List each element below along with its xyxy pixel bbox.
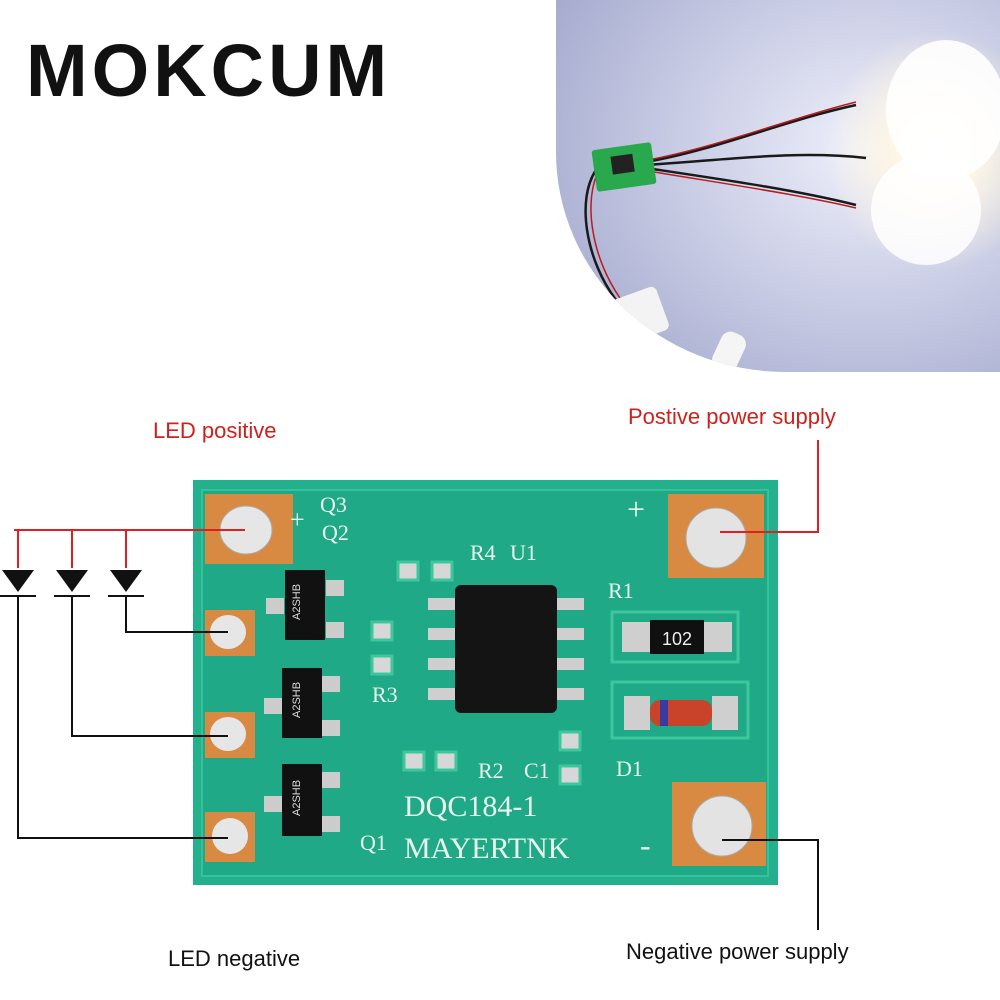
led-positive-line — [14, 529, 245, 568]
silk-u1: U1 — [510, 540, 537, 565]
positive-supply-label: Postive power supply — [628, 404, 836, 429]
board-model: DQC184-1 — [404, 790, 537, 823]
board-maker: MAYERTNK — [404, 832, 570, 865]
silk-d1: D1 — [616, 756, 643, 781]
brand-logo: MOKCUM — [26, 29, 392, 112]
product-photo — [556, 0, 1000, 372]
positive-supply-line — [720, 440, 819, 533]
silk-r4: R4 — [470, 540, 496, 565]
silk-plus-right: + — [627, 491, 645, 527]
chip-marking-q1: A2SHB — [291, 780, 303, 816]
silk-q3: Q3 — [320, 492, 347, 517]
silk-r1: R1 — [608, 578, 634, 603]
chip-marking-q3: A2SHB — [291, 584, 303, 620]
silk-minus: - — [640, 827, 651, 863]
resistor-r1 — [650, 620, 704, 654]
silk-c1: C1 — [524, 758, 550, 783]
negative-supply-label: Negative power supply — [626, 939, 849, 964]
chip-marking-q2: A2SHB — [291, 682, 303, 718]
transistor-q3 — [285, 570, 325, 640]
led-negative-label: LED negative — [168, 946, 301, 971]
silk-r3: R3 — [372, 682, 398, 707]
transistor-q1 — [282, 764, 322, 836]
diode-d1 — [650, 700, 712, 726]
led-negative-lines — [17, 596, 228, 839]
silk-plus-left: + — [290, 505, 305, 534]
led-positive-label: LED positive — [153, 418, 277, 443]
silk-q1: Q1 — [360, 830, 387, 855]
negative-supply-line — [722, 839, 819, 930]
led-diodes — [0, 570, 144, 597]
transistor-q2 — [282, 668, 322, 738]
ic-u1 — [455, 585, 557, 713]
resistor-code: 102 — [662, 629, 692, 649]
silk-r2: R2 — [478, 758, 504, 783]
silk-q2: Q2 — [322, 520, 349, 545]
